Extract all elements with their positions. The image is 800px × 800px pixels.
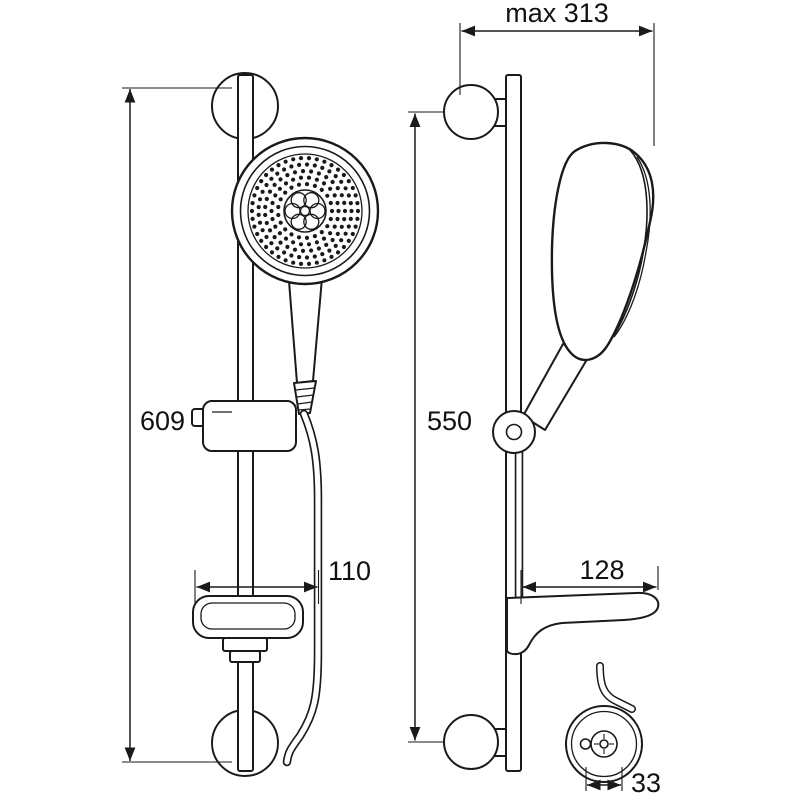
shower-hose-front	[282, 409, 323, 767]
hand-shower-front	[230, 136, 380, 415]
hose-cone-front	[293, 380, 317, 415]
shower-handle-front	[288, 277, 323, 384]
hose-guide-hook	[596, 662, 636, 713]
shower-head-side	[550, 141, 655, 362]
side-view	[443, 74, 660, 772]
slider-knob-side	[492, 410, 536, 454]
wall-mount-bottom-side	[443, 714, 510, 770]
dimension-label-front-dish-width: 110	[328, 556, 371, 586]
spray-nozzles	[249, 156, 361, 266]
dimension-609: 609	[122, 87, 232, 763]
dimension-110: 110	[194, 556, 371, 605]
dimension-128: 128	[520, 555, 659, 604]
soap-dish-side	[506, 591, 660, 656]
dish-nut-front	[222, 637, 268, 652]
shower-head-front	[230, 136, 380, 286]
dimension-label-side-dish-depth: 128	[579, 555, 624, 585]
wall-mount-top-side	[443, 84, 510, 140]
dimension-label-side-height: 550	[427, 406, 472, 436]
dimension-550: 550	[408, 111, 472, 743]
hand-shower-side	[492, 141, 655, 454]
dimension-label-max-width: max 313	[505, 0, 609, 28]
dimension-label-front-height: 609	[140, 406, 185, 436]
dimension-33: 33	[585, 767, 661, 798]
dimension-max-313: max 313	[459, 0, 655, 146]
center-cap-pattern	[284, 192, 326, 230]
soap-dish-front	[192, 595, 304, 663]
front-view	[191, 72, 380, 777]
dimension-label-detail-width: 33	[631, 768, 661, 798]
mount-detail-view	[565, 662, 643, 783]
mount-screw	[579, 738, 592, 750]
slider-bracket-front	[191, 400, 297, 452]
